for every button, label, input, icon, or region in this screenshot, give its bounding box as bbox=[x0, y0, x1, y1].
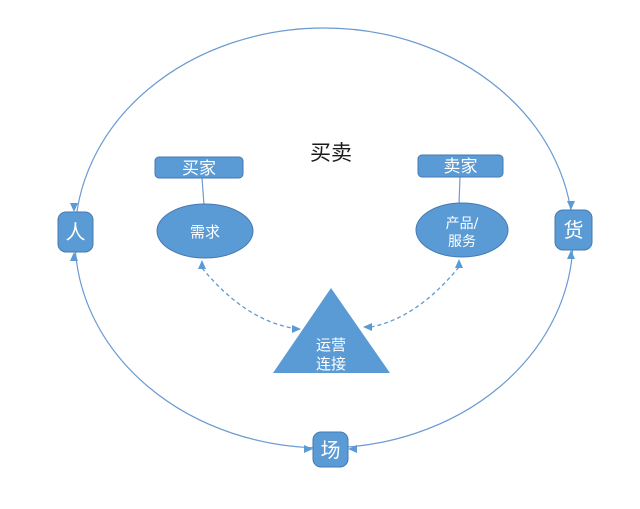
demand-ellipse bbox=[156, 203, 254, 259]
demand-operation-dashed-arrow bbox=[201, 267, 293, 329]
goods-node-label: 货 bbox=[564, 218, 584, 242]
seller-box-label: 卖家 bbox=[444, 157, 478, 177]
buyer-box-label: 买家 bbox=[182, 159, 216, 179]
demand-ellipse-label: 需求 bbox=[190, 223, 220, 241]
operation-label-line2: 连接 bbox=[316, 355, 346, 373]
operation-triangle bbox=[273, 288, 390, 373]
arrow-into-product-icon bbox=[455, 259, 463, 268]
venue-node-label: 场 bbox=[321, 438, 341, 462]
operation-label-line1: 运营 bbox=[316, 336, 346, 354]
product-service-ellipse bbox=[415, 202, 509, 258]
arrow-into-goods-top-icon bbox=[567, 201, 575, 210]
product-service-label-line2: 服务 bbox=[448, 234, 476, 250]
goods-node bbox=[554, 209, 593, 251]
arrow-into-goods-bottom-icon bbox=[567, 250, 575, 259]
buyer-box bbox=[154, 156, 244, 179]
seller-product-connector bbox=[458, 176, 461, 205]
product-service-label-line1: 产品/ bbox=[446, 216, 479, 232]
buyer-demand-connector bbox=[201, 177, 205, 206]
arrow-into-person-bottom-icon bbox=[70, 252, 78, 261]
arrow-into-triangle-right-icon bbox=[363, 323, 372, 331]
seller-box bbox=[417, 154, 504, 178]
venue-node bbox=[312, 431, 349, 468]
arrow-into-person-top-icon bbox=[70, 203, 78, 212]
arrow-into-venue-right-icon bbox=[348, 445, 357, 453]
product-operation-dashed-arrow bbox=[370, 266, 460, 328]
person-node-label: 人 bbox=[66, 220, 86, 244]
arrow-into-demand-icon bbox=[198, 260, 206, 269]
arrow-into-venue-left-icon bbox=[304, 445, 313, 453]
person-node bbox=[57, 211, 94, 253]
diagram-title: 买卖 bbox=[310, 141, 352, 165]
arrow-into-triangle-left-icon bbox=[292, 325, 301, 333]
